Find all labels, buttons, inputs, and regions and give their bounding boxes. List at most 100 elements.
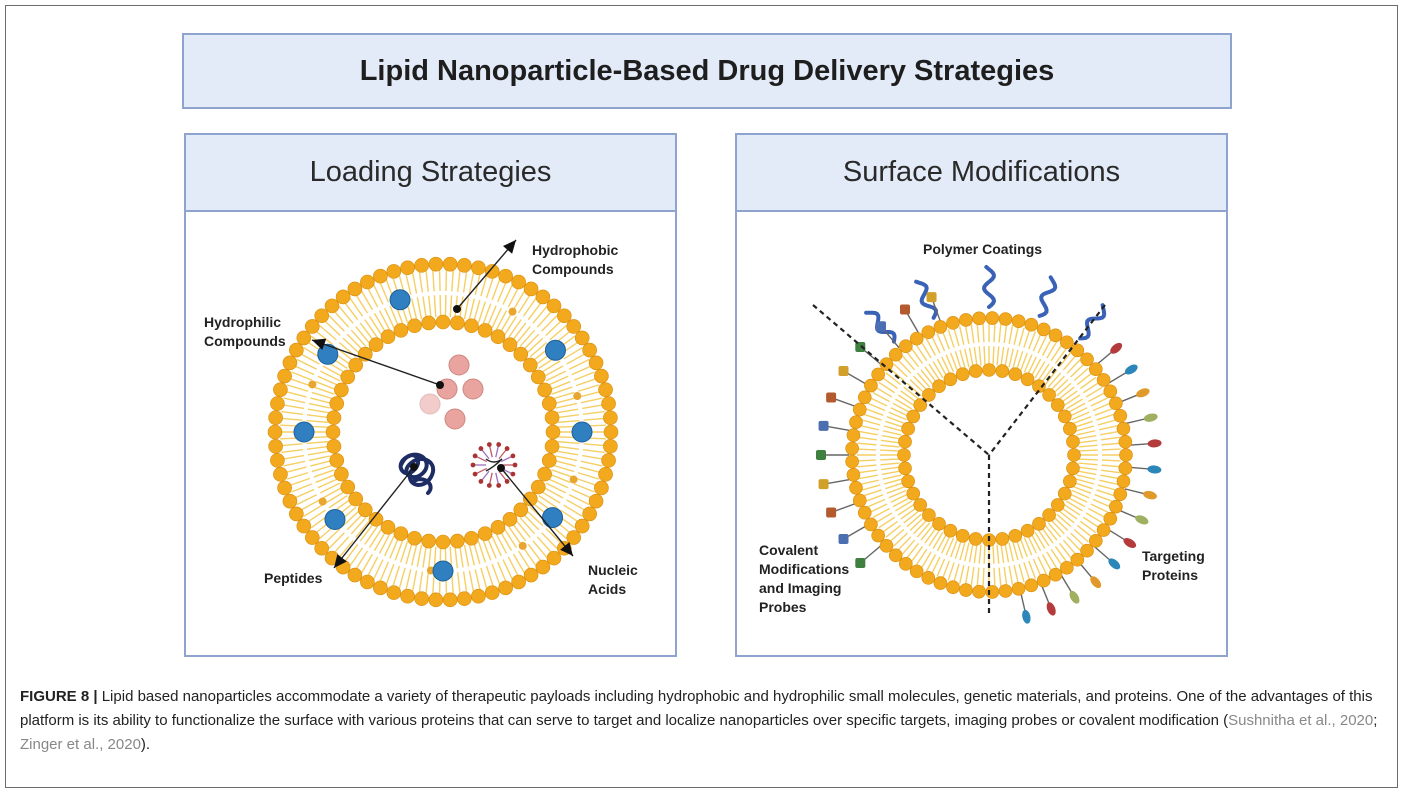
lipid-tail <box>307 450 330 456</box>
lipid-head <box>335 289 351 305</box>
lipid-head <box>268 410 283 426</box>
lipid-head <box>857 505 872 520</box>
lipid-tail <box>473 299 481 322</box>
lipid-tail <box>293 365 315 376</box>
lipid-head <box>959 313 973 327</box>
lipid-head <box>913 398 928 412</box>
lipid-tail <box>1008 566 1014 586</box>
lipid-tail <box>373 531 387 551</box>
lipid-head <box>1032 516 1046 531</box>
lipid-tail <box>1008 324 1014 344</box>
lipid-tail <box>1058 351 1072 368</box>
lipid-tail <box>1031 533 1042 552</box>
lipid-tail <box>427 546 432 569</box>
lipid-tail <box>451 269 454 292</box>
lipid-head <box>273 467 288 482</box>
lipid-tail <box>328 495 348 509</box>
loading-strategies-panel: Loading Strategies Hydrophobic Compounds… <box>184 133 677 657</box>
lipid-head <box>1060 335 1074 350</box>
lipid-tail <box>462 571 468 594</box>
lipid-head <box>428 592 444 608</box>
lipid-tail <box>315 380 337 391</box>
lipid-head <box>588 493 604 509</box>
lipid-tail <box>517 293 531 314</box>
lipid-tail <box>310 397 332 405</box>
lipid-tail <box>993 323 996 343</box>
lipid-head <box>1032 379 1046 394</box>
lipid-tail <box>522 333 540 351</box>
lipid-tail <box>343 543 359 563</box>
lipid-head <box>360 274 375 290</box>
hydrophobic-compounds-label: Hydrophobic Compounds <box>532 242 619 277</box>
lipid-head <box>849 480 863 495</box>
lipid-tail <box>280 417 303 421</box>
lipid-tail <box>468 298 475 321</box>
lipid-tail <box>982 323 985 343</box>
lipid-tail <box>936 358 947 377</box>
lipid-tail <box>1008 348 1014 368</box>
lipid-tail <box>519 329 536 348</box>
lipid-head <box>329 396 345 411</box>
lipid-tail <box>314 330 333 345</box>
lipid-tail <box>394 539 404 561</box>
lipid-tail <box>385 563 395 586</box>
lipid-tail <box>885 524 902 538</box>
lipid-head <box>1011 314 1026 329</box>
citation-link[interactable]: Sushnitha et al., 2020 <box>1228 712 1374 729</box>
targeting-protein <box>1147 465 1162 474</box>
lipid-head <box>1008 529 1023 543</box>
lipid-tail <box>1065 398 1083 410</box>
lipid-tail <box>582 410 605 416</box>
lipid-head <box>270 453 285 468</box>
lipid-tail <box>924 527 937 544</box>
lipid-tail <box>306 414 329 419</box>
lipid-head <box>846 467 861 482</box>
lipid-tail <box>508 526 522 545</box>
lipid-tail <box>378 310 391 331</box>
targeting-protein <box>1143 490 1157 500</box>
lipid-tail <box>1012 349 1019 369</box>
lipid-tail <box>1047 372 1062 388</box>
lipid-tail <box>328 315 345 332</box>
lipid-tail <box>936 333 946 352</box>
lipid-head <box>857 390 872 405</box>
lipid-head <box>1080 352 1094 367</box>
liposome-loading-diagram <box>267 239 619 608</box>
lipid-tail <box>568 494 590 506</box>
lipid-tail <box>566 499 587 512</box>
lipid-tail <box>549 324 567 341</box>
lipid-tail <box>342 337 360 354</box>
lipid-head <box>921 571 936 585</box>
lipid-tail <box>281 448 304 454</box>
lipid-tail <box>872 507 890 519</box>
lipid-tail <box>886 485 905 494</box>
lipid-tail <box>398 567 406 590</box>
lipid-tail <box>973 346 978 366</box>
lipid-tail <box>992 544 995 564</box>
lipid-head <box>347 281 363 297</box>
lipid-tail <box>858 430 878 436</box>
caption-text-end: ). <box>140 736 151 753</box>
nucleic-strand <box>495 445 500 458</box>
lipid-head <box>1080 543 1094 558</box>
lipid-head <box>1050 498 1065 512</box>
lipid-tail <box>858 474 878 480</box>
lipid-tail <box>491 278 501 301</box>
lipid-head <box>1048 328 1063 343</box>
lipid-tail <box>906 542 920 559</box>
lipid-head <box>502 337 518 353</box>
lipid-head <box>601 396 616 411</box>
lipid-tail <box>996 346 1000 366</box>
lipid-head <box>943 523 958 538</box>
lipid-bilayer <box>845 311 1133 599</box>
citation-link[interactable]: Zinger et al., 2020 <box>20 736 141 753</box>
lipid-head <box>1103 511 1118 526</box>
lipid-tail <box>281 410 304 416</box>
lipid-head <box>523 281 539 297</box>
hydrophobic-drug <box>542 507 564 529</box>
lipid-tail <box>346 513 364 531</box>
lipid-tail <box>522 513 540 531</box>
lipid-tail <box>950 539 959 558</box>
lipid-tail <box>1050 344 1063 362</box>
lipid-head <box>1116 474 1131 489</box>
